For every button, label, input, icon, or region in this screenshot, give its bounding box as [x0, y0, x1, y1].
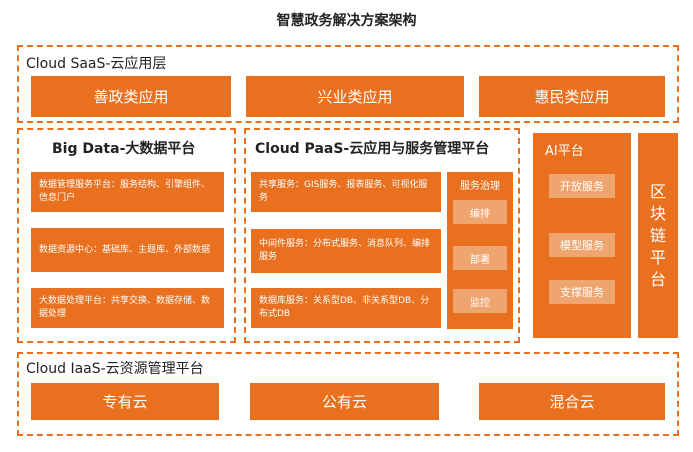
blockchain-platform: 区 块 链 平 台 [638, 133, 678, 338]
bigdata-item-2: 数据资源中心：基础库、主题库、外部数据 [31, 228, 224, 272]
blockchain-char-4: 平 [649, 247, 666, 267]
paas-item-3: 数据库服务：关系型DB、非关系型DB、分布式DB [251, 288, 441, 328]
saas-app-3: 惠民类应用 [479, 76, 665, 117]
ai-support-service: 支撑服务 [549, 280, 615, 304]
paas-title: Cloud PaaS-云应用与服务管理平台 [255, 141, 490, 157]
paas-item-1: 共享服务：GIS服务、报表服务、可视化服务 [251, 172, 441, 212]
saas-app-2: 兴业类应用 [246, 76, 464, 117]
saas-layer [17, 45, 679, 123]
iaas-cloud-3: 混合云 [479, 383, 665, 420]
ai-title: AI平台 [545, 144, 584, 159]
saas-title: Cloud SaaS-云应用层 [26, 56, 167, 72]
governance-orchestrate: 编排 [453, 200, 507, 224]
bigdata-platform [17, 128, 236, 343]
paas-platform [244, 128, 520, 343]
bigdata-title: Big Data-大数据平台 [52, 141, 196, 157]
bigdata-item-3: 大数据处理平台：共享交换、数据存储、数据处理 [31, 288, 224, 328]
page-title: 智慧政务解决方案架构 [276, 13, 417, 29]
ai-model-service: 模型服务 [549, 233, 615, 257]
iaas-layer [17, 352, 679, 436]
saas-app-1: 善政类应用 [31, 76, 231, 117]
governance-monitor: 监控 [453, 289, 507, 313]
service-governance-title: 服务治理 [460, 181, 500, 192]
iaas-title: Cloud IaaS-云资源管理平台 [26, 361, 204, 377]
blockchain-char-2: 块 [649, 203, 666, 223]
blockchain-char-5: 台 [649, 269, 666, 289]
governance-deploy: 部署 [453, 246, 507, 270]
paas-item-2: 中间件服务：分布式服务、消息队列、编排服务 [251, 229, 441, 273]
blockchain-char-3: 链 [649, 225, 666, 245]
iaas-cloud-1: 专有云 [31, 383, 219, 420]
bigdata-item-1: 数据管理服务平台：服务结构、引擎组件、信息门户 [31, 172, 224, 212]
blockchain-char-1: 区 [649, 181, 666, 201]
iaas-cloud-2: 公有云 [250, 383, 439, 420]
ai-open-service: 开放服务 [549, 174, 615, 198]
